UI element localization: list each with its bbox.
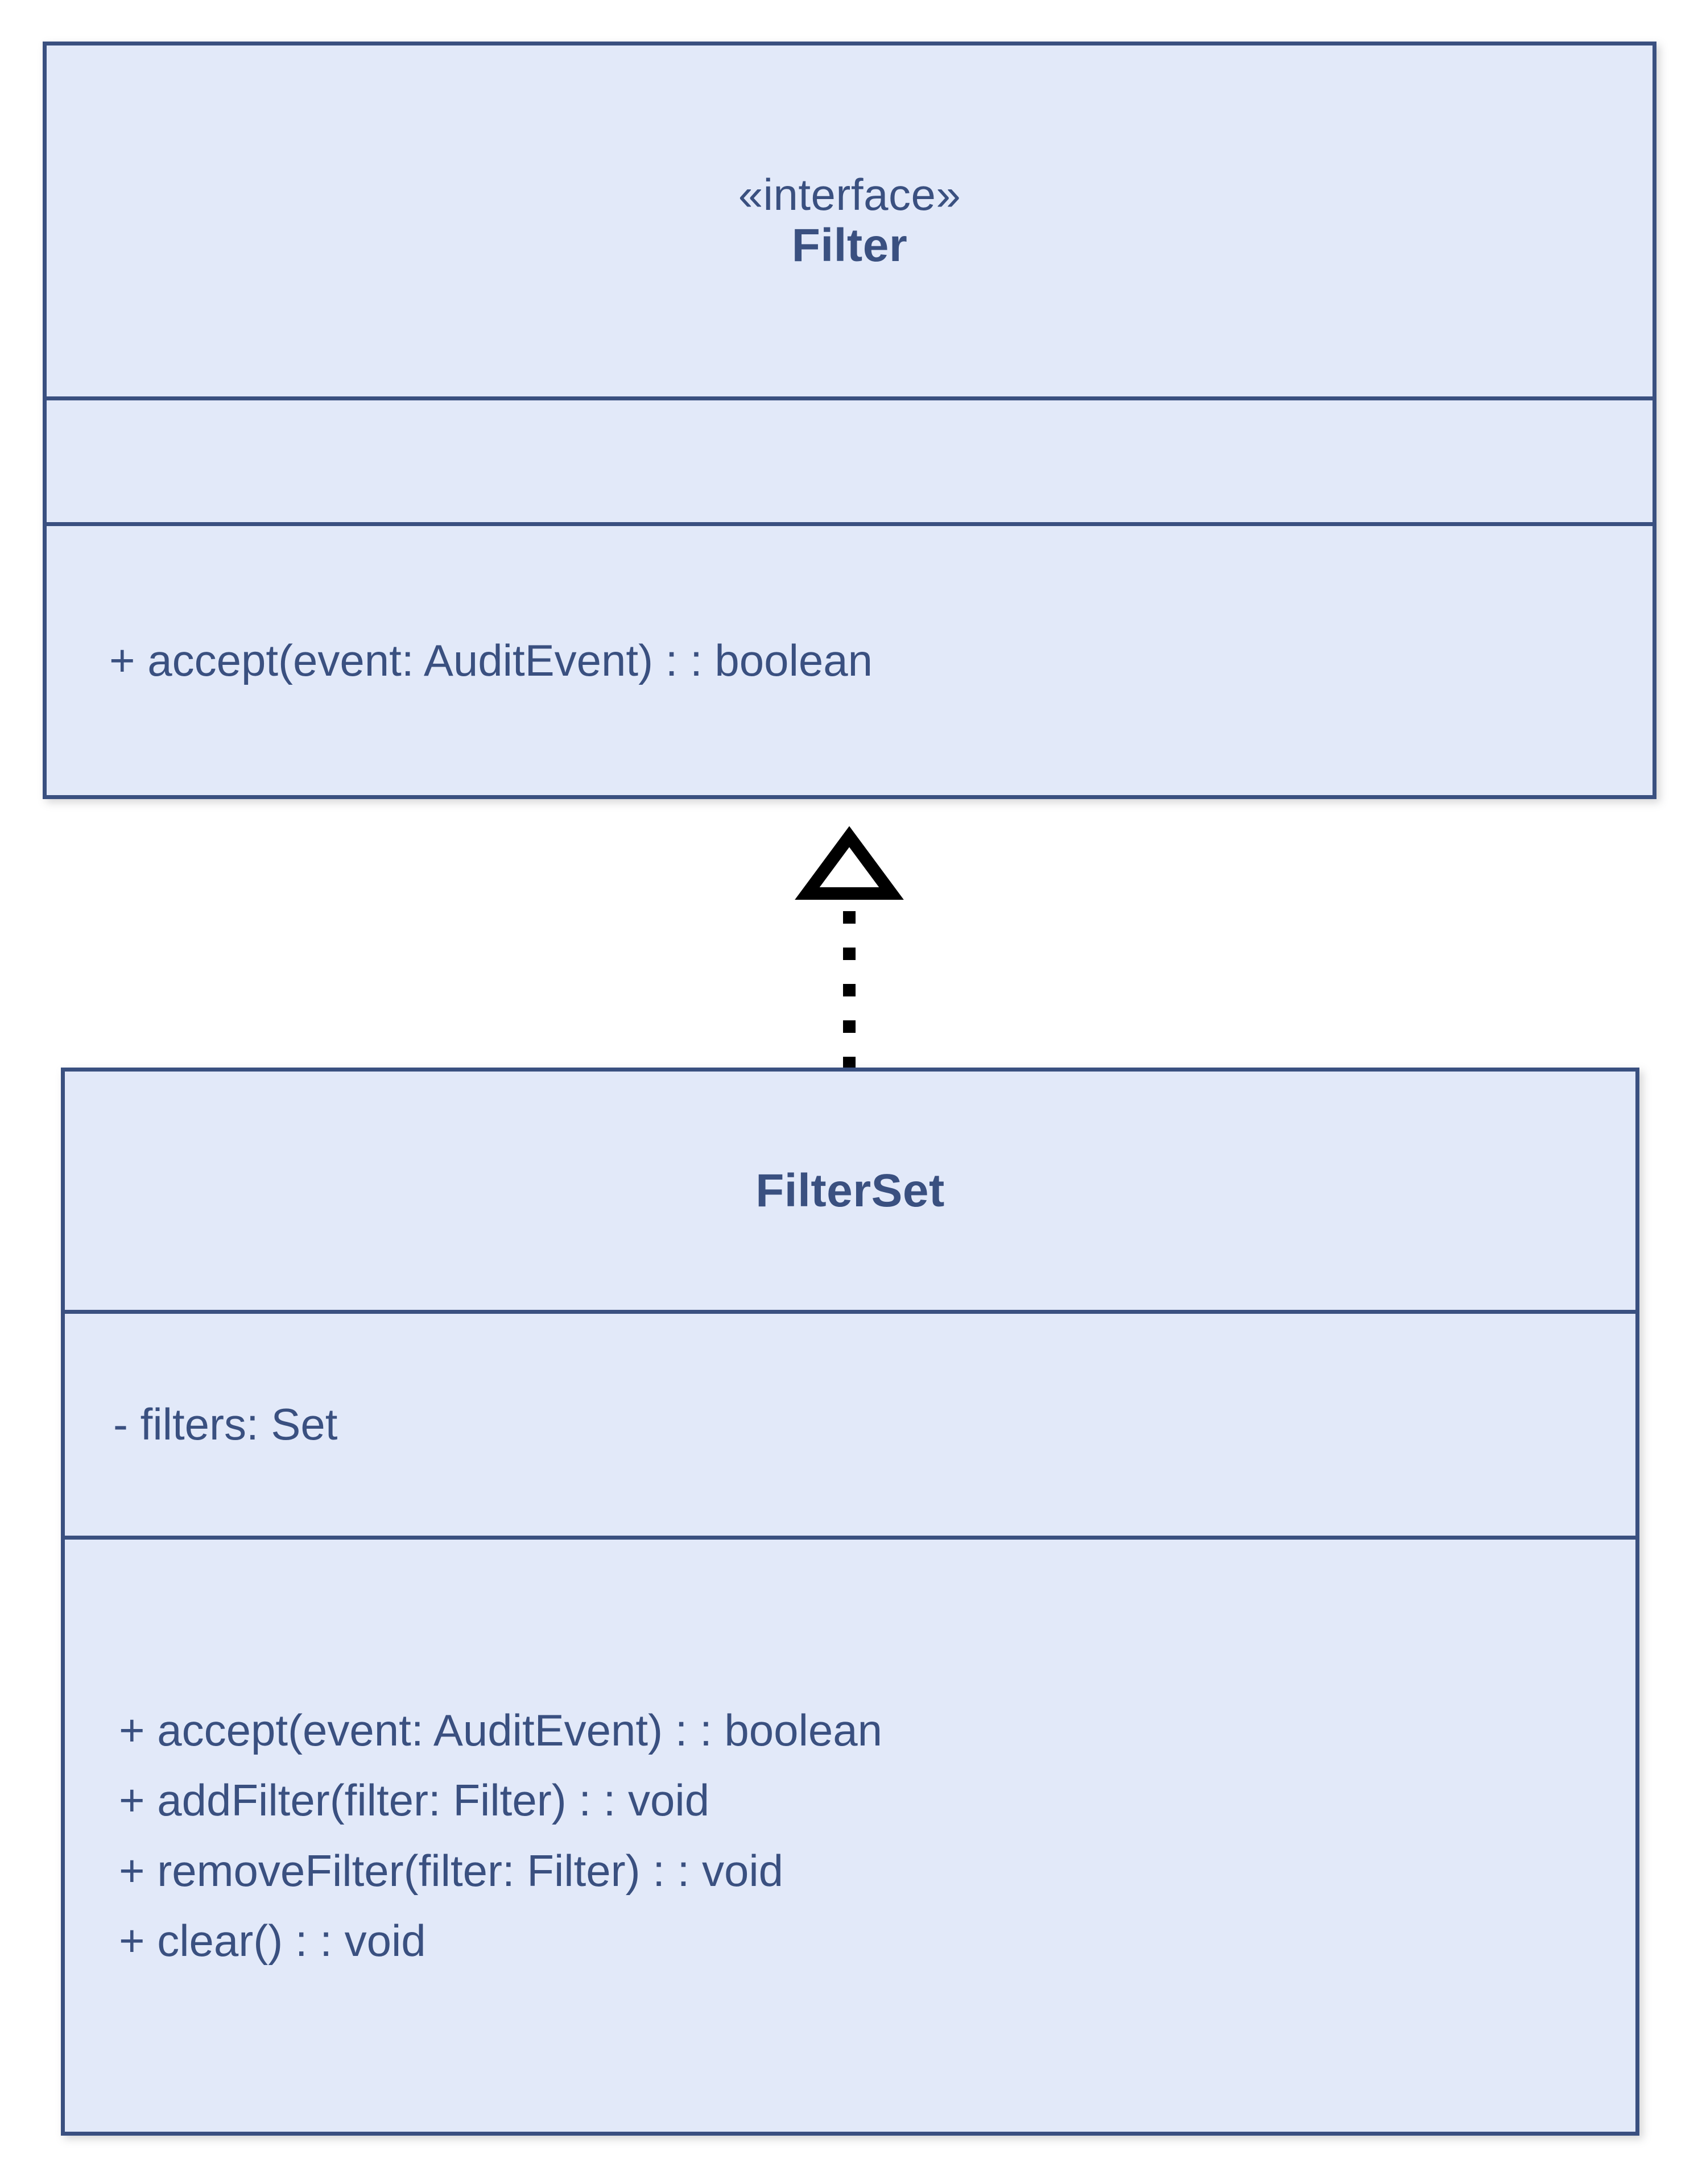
uml-class-filter[interactable]: «interface» Filter + accept(event: Audit… [43,42,1656,799]
method-list: + accept(event: AuditEvent) : : boolean [47,632,1653,689]
method-item: + removeFilter(filter: Filter) : : void [119,1845,784,1896]
class-methods-filterset: + accept(event: AuditEvent) : : boolean … [65,1536,1635,2132]
uml-class-filterset[interactable]: FilterSet - filters: Set + accept(event:… [61,1068,1639,2136]
class-header-filterset: FilterSet [65,1072,1635,1310]
class-name: Filter [791,220,908,272]
realization-connector [785,799,916,1069]
class-stereotype: «interface» [738,169,961,220]
class-attributes-filterset: - filters: Set [65,1310,1635,1536]
method-item: + clear() : : void [119,1915,426,1966]
method-item: + accept(event: AuditEvent) : : boolean [109,635,873,685]
class-header-filter: «interface» Filter [47,46,1653,396]
attribute-list: - filters: Set [65,1396,1635,1453]
method-item: + addFilter(filter: Filter) : : void [119,1775,710,1826]
hollow-triangle-arrowhead [795,826,904,900]
method-item: + accept(event: AuditEvent) : : boolean [119,1705,883,1756]
attribute-item: - filters: Set [113,1399,338,1450]
class-methods-filter: + accept(event: AuditEvent) : : boolean [47,522,1653,795]
class-name: FilterSet [755,1164,945,1217]
class-attributes-filter [47,396,1653,522]
method-list: + accept(event: AuditEvent) : : boolean … [65,1695,1635,1976]
realization-svg [795,826,904,1069]
